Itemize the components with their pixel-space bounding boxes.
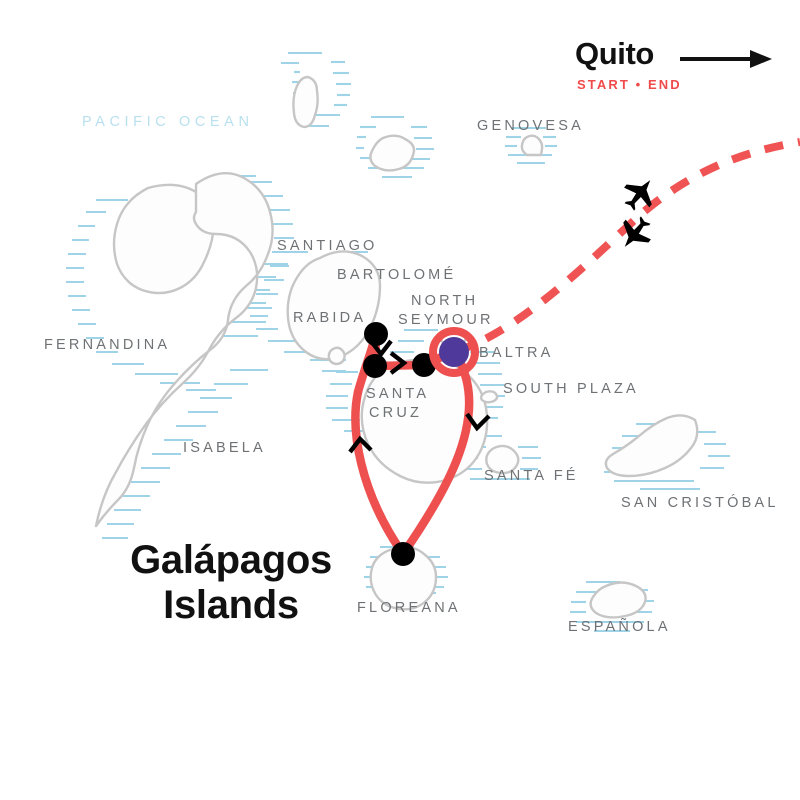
legend: Quito START • END [575,38,775,102]
map-label-pacific-ocean: PACIFIC OCEAN [82,114,254,130]
flight-path-dashed [453,138,800,356]
baltra-marker-core [439,337,469,367]
route-stop-markers [363,322,479,566]
chevron-down-east-leg [465,412,491,432]
map-label-san-cristobal: SAN CRISTÓBAL [621,495,779,511]
map-label-genovesa: GENOVESA [477,118,584,134]
map-label-santa-cruz-line2: CRUZ [369,405,423,421]
map-label-baltra: BALTRA [479,345,554,361]
baltra-marker-ring [429,327,479,377]
island-genovesa [520,134,544,157]
arrow-right-icon [680,50,772,68]
page-title-line1: Galápagos [130,538,332,582]
map-label-north-seymour-line2: SEYMOUR [398,312,494,328]
island-floreana [369,545,438,611]
island-pinta [292,75,319,129]
chevron-up-west-leg [348,435,373,454]
route-leg-west-to-floreana [351,387,408,559]
island-outlines [94,75,699,619]
map-label-isabela: ISABELA [183,440,266,456]
island-san-cristobal [604,414,699,478]
legend-subtitle: START • END [577,77,682,92]
island-marchena [369,134,416,172]
island-espanola [589,581,647,619]
island-south-plaza [479,390,499,404]
map-label-north-seymour-line1: NORTH [411,293,479,309]
map-label-espanola: ESPAÑOLA [568,619,671,635]
island-santa-fe [485,444,520,475]
island-rabida [327,346,346,366]
stop-dot-north [364,322,388,346]
map-label-santa-cruz-line1: SANTA [366,386,430,402]
page-title-line2: Islands [163,582,299,627]
map-label-santa-fe: SANTA FÉ [484,468,579,484]
stop-dot-west [363,354,387,378]
map-label-rabida: RABIDA [293,310,367,326]
map-label-bartolome: BARTOLOMÉ [337,267,457,283]
legend-title: Quito [575,36,654,71]
plane-inbound-icon [623,216,651,247]
map-label-floreana: FLOREANA [357,600,461,616]
chevron-right-mid-route [389,351,408,375]
island-isabela [94,172,274,528]
map-label-south-plaza: SOUTH PLAZA [503,381,639,397]
stop-dot-floreana [391,542,415,566]
map-label-santiago: SANTIAGO [277,238,378,254]
plane-outbound-icon [624,180,652,211]
map-label-fernandina: FERNANDINA [44,337,171,353]
page-title: Galápagos Islands [96,538,366,628]
